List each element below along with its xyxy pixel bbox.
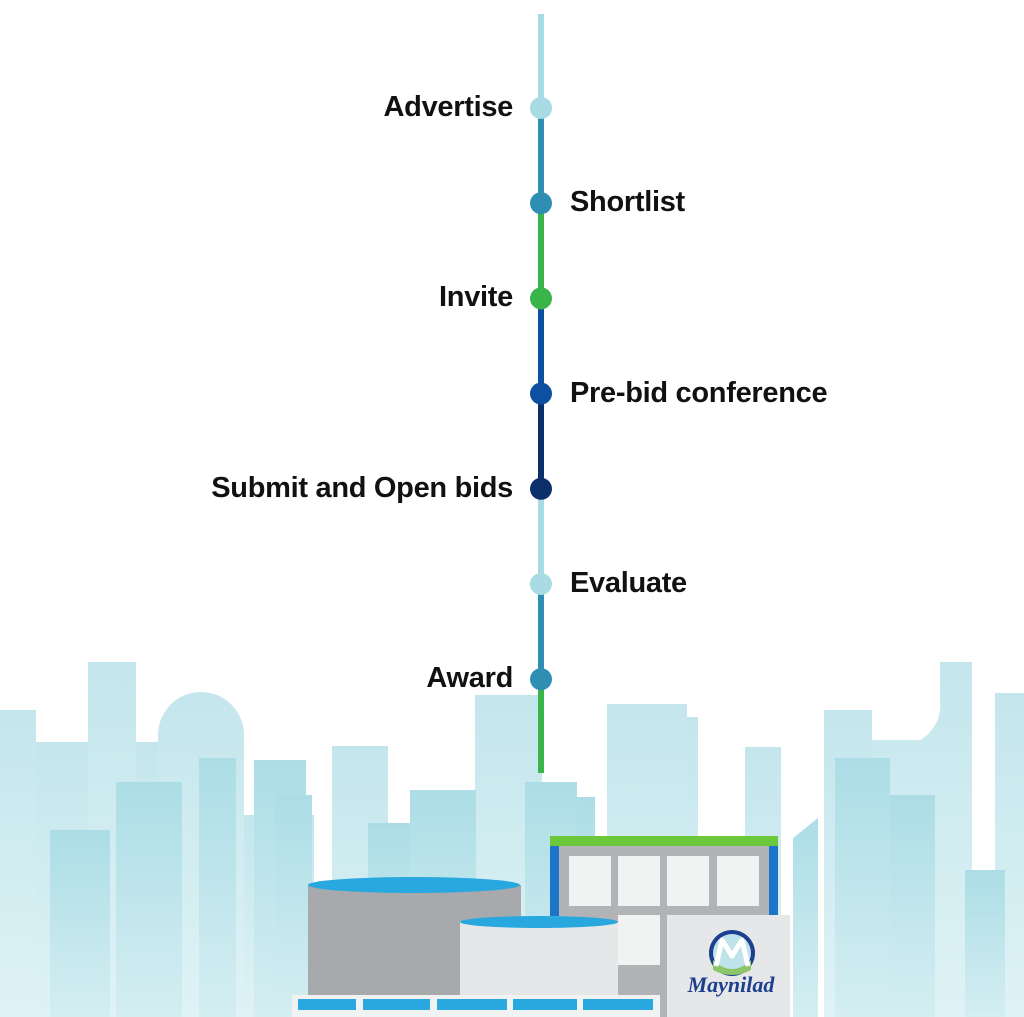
timeline-step-label: Shortlist: [570, 186, 685, 219]
timeline-step-label: Submit and Open bids: [211, 471, 513, 504]
timeline-dot: [530, 382, 552, 405]
timeline-dot: [530, 477, 552, 500]
timeline-dot: [530, 573, 552, 595]
timeline-dot: [530, 97, 552, 119]
timeline-step-label: Pre-bid conference: [570, 376, 828, 409]
maynilad-logo-text: Maynilad: [687, 972, 775, 997]
timeline-step-label: Award: [426, 662, 513, 695]
timeline-dot: [530, 668, 552, 691]
timeline-step-label: Advertise: [383, 91, 514, 123]
maynilad-logo-icon: [709, 930, 755, 976]
timeline-dot: [530, 192, 552, 215]
timeline-dot: [530, 287, 552, 310]
timeline-step-label: Invite: [439, 281, 513, 314]
timeline-step-label: Evaluate: [570, 567, 687, 599]
